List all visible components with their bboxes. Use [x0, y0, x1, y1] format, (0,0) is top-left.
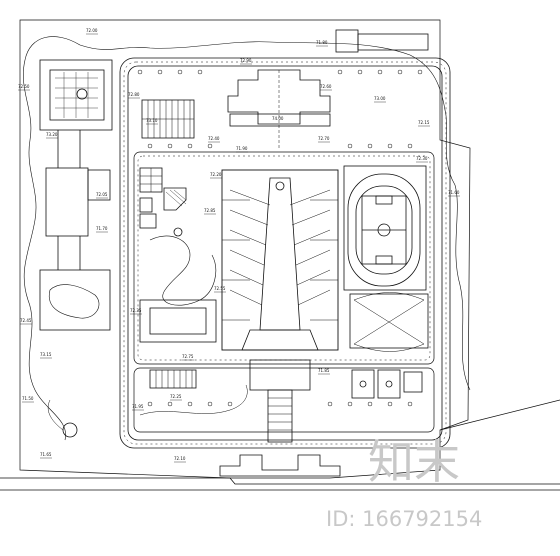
gymnasium: [349, 293, 429, 349]
basketball-court-1: [351, 369, 375, 399]
elevation-label: 72.10: [174, 456, 186, 461]
elevation-label: 72.20: [210, 172, 222, 177]
gym-roof: [353, 292, 425, 352]
elevation-label: 72.00: [86, 28, 98, 33]
parking-bottom: [149, 369, 197, 389]
elevation-label: 71.70: [96, 226, 108, 231]
elevation-label: 73.20: [46, 132, 58, 137]
elevation-label: 72.50: [18, 84, 30, 89]
watermark-id: ID: 166792154: [326, 507, 482, 531]
basketball-court-2: [377, 369, 401, 399]
top-right-building: [335, 29, 359, 53]
elevation-label: 71.90: [236, 146, 248, 151]
elevation-label: 72.55: [214, 286, 226, 291]
elevation-label: 71.85: [318, 368, 330, 373]
courtyard-building: [139, 299, 217, 343]
teaching-dome: [275, 181, 285, 191]
field-goal-bottom: [375, 255, 393, 265]
elevation-label: 72.35: [130, 308, 142, 313]
top-right-block: [357, 33, 429, 51]
elevation-label: 72.60: [320, 84, 332, 89]
elevation-label: 72.90: [240, 58, 252, 63]
field-center-circle: [377, 223, 391, 237]
elevation-label: 72.25: [170, 394, 182, 399]
courtyard-inner: [149, 307, 207, 335]
left-building-4: [39, 269, 111, 331]
parking-bottom-stalls: [155, 370, 193, 388]
field-goal-top: [375, 195, 393, 205]
left-garden-pattern: [55, 72, 98, 118]
inner-block-dash: [137, 155, 431, 361]
admin-building: [227, 69, 331, 125]
small-facility: [403, 371, 423, 393]
admin-annex: [229, 113, 331, 127]
ring-road-inner: [127, 65, 443, 441]
court-2-center: [385, 380, 393, 388]
elevation-labels: 72.00 71.80 72.50 73.20 72.80 73.10 72.90 72.60…: [18, 28, 460, 463]
gate-plaza: [249, 359, 311, 391]
tree-row-middle: [147, 143, 413, 149]
small-block-a: [139, 197, 153, 213]
parking-top-stalls: [142, 100, 194, 138]
elevation-label: 71.80: [316, 40, 328, 45]
left-pond: [48, 284, 100, 319]
property-boundary: [19, 19, 471, 479]
sports-ground-frame: [343, 165, 427, 291]
elevation-label: 72.15: [418, 120, 430, 125]
winding-path-left: [23, 59, 66, 441]
elevation-label: 72.80: [128, 92, 140, 97]
center-elevation-label: 74.00: [272, 116, 284, 121]
ring-road-outer: [119, 57, 451, 449]
lower-block: [133, 367, 435, 433]
left-garden-feature: [76, 88, 88, 100]
elevation-label: 71.65: [40, 452, 52, 457]
elevation-label: 72.30: [416, 156, 428, 161]
elevation-label: 73.00: [374, 96, 386, 101]
diagonal-building: [163, 187, 187, 211]
elevation-label: 73.10: [146, 118, 158, 123]
teaching-complex: [221, 169, 339, 351]
main-gate: [219, 454, 341, 477]
elevation-label: 72.70: [318, 136, 330, 141]
elevation-label: 73.15: [40, 352, 52, 357]
garden-curve: [149, 235, 216, 306]
track-outer: [347, 173, 421, 287]
gate-axis-steps: [268, 397, 292, 431]
inner-block: [133, 151, 435, 365]
elevation-label: 71.50: [22, 396, 34, 401]
teaching-entrance: [241, 329, 319, 351]
watermark-logo: 知末: [368, 435, 460, 489]
pavilion-path: [47, 399, 64, 431]
teaching-wings: [222, 189, 338, 321]
small-grid-cells: [140, 168, 162, 192]
left-garden-plot: [39, 59, 113, 131]
elevation-label: 72.75: [182, 354, 194, 359]
elevation-label: 71.95: [132, 404, 144, 409]
left-building-3: [87, 169, 111, 201]
elevation-label: 72.85: [204, 208, 216, 213]
track-inner: [355, 185, 413, 275]
stair-lines: [165, 189, 187, 207]
lower-garden-curve: [139, 384, 248, 416]
left-building-2: [45, 167, 89, 237]
road-edge-3: [439, 399, 560, 431]
left-garden-inner: [49, 69, 105, 121]
winding-path-top: [24, 36, 471, 391]
elevation-label: 72.45: [20, 318, 32, 323]
tree-row-lower: [147, 401, 413, 407]
ring-road-dash: [123, 61, 447, 445]
teaching-spine: [259, 177, 301, 331]
elevation-label: 71.60: [448, 190, 460, 195]
gate-axis-path: [267, 389, 293, 443]
elevation-label: 72.40: [208, 136, 220, 141]
small-block-b: [139, 213, 157, 229]
court-1-center: [359, 380, 367, 388]
garden-node: [173, 227, 183, 237]
road-edge-1: [0, 477, 560, 485]
elevation-label: 72.05: [96, 192, 108, 197]
tree-row-top: [137, 69, 423, 75]
